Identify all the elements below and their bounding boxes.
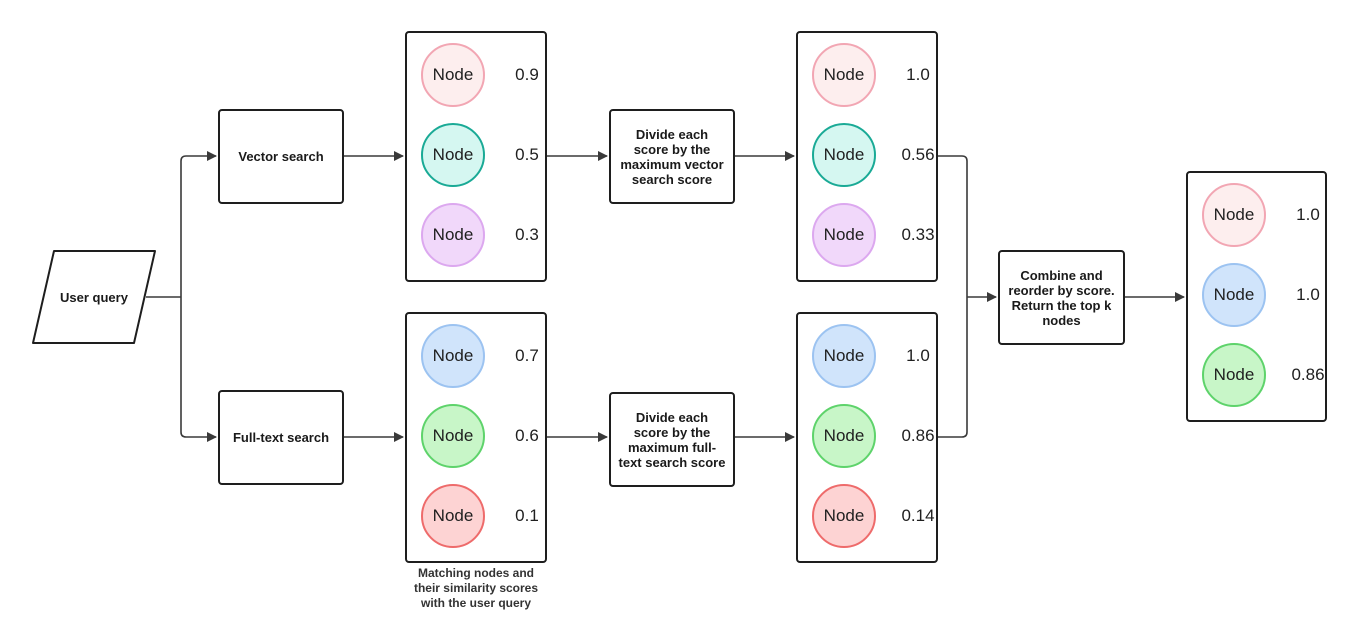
node-circle[interactable]: Node — [1202, 343, 1266, 407]
node-circle[interactable]: Node — [812, 123, 876, 187]
node-circle[interactable]: Node — [1202, 183, 1266, 247]
node-score: 1.0 — [906, 346, 930, 365]
node-score: 0.56 — [901, 145, 935, 164]
node-score: 0.5 — [515, 145, 539, 164]
connector-query-to-vector — [180, 151, 217, 297]
node-circle[interactable]: Node — [421, 404, 485, 468]
node-score: 0.7 — [515, 346, 539, 365]
node-row: Node 0.3 — [421, 203, 541, 267]
node-score: 0.6 — [515, 426, 539, 445]
node-score: 1.0 — [1296, 205, 1320, 224]
raw-scores-caption: Matching nodes and their similarity scor… — [413, 566, 539, 610]
vector-search-box[interactable]: Vector search — [218, 109, 344, 204]
node-score: 0.3 — [515, 225, 539, 244]
node-circle[interactable]: Node — [812, 484, 876, 548]
vector-search-label: Vector search — [238, 149, 324, 164]
fulltext-normalize-label: Divide each score by the maximum full-te… — [618, 409, 726, 470]
node-circle[interactable]: Node — [812, 324, 876, 388]
node-circle[interactable]: Node — [812, 203, 876, 267]
connector-fulltext-normalized-to-combine — [938, 297, 968, 438]
node-score: 1.0 — [1296, 285, 1320, 304]
parallelogram-outline — [32, 250, 156, 344]
node-row: Node 1.0 — [812, 43, 932, 107]
node-score: 0.86 — [1291, 365, 1325, 384]
node-score: 0.86 — [901, 426, 935, 445]
node-row: Node 0.6 — [421, 404, 541, 468]
node-row: Node 0.5 — [421, 123, 541, 187]
node-circle[interactable]: Node — [812, 43, 876, 107]
node-row: Node 0.14 — [812, 484, 935, 548]
node-row: Node 0.9 — [421, 43, 541, 107]
node-row: Node 0.7 — [421, 324, 541, 388]
vector-normalize-label: Divide each score by the maximum vector … — [620, 126, 724, 187]
node-circle[interactable]: Node — [421, 203, 485, 267]
node-row: Node 1.0 — [1202, 263, 1322, 327]
user-query-shape[interactable]: User query — [30, 249, 158, 345]
node-row: Node 0.86 — [1202, 343, 1325, 407]
node-row: Node 0.56 — [812, 123, 935, 187]
vector-normalize-box[interactable]: Divide each score by the maximum vector … — [609, 109, 735, 204]
node-row: Node 0.86 — [812, 404, 935, 468]
combine-label: Combine and reorder by score. Return the… — [1008, 267, 1115, 328]
node-circle[interactable]: Node — [421, 123, 485, 187]
node-circle[interactable]: Node — [1202, 263, 1266, 327]
node-circle[interactable]: Node — [421, 324, 485, 388]
node-row: Node 1.0 — [1202, 183, 1322, 247]
connector-query-to-fulltext — [180, 297, 217, 442]
node-circle[interactable]: Node — [421, 43, 485, 107]
node-score: 1.0 — [906, 65, 930, 84]
node-row: Node 1.0 — [812, 324, 932, 388]
node-score: 0.1 — [515, 506, 539, 525]
fulltext-search-box[interactable]: Full-text search — [218, 390, 344, 485]
node-circle[interactable]: Node — [421, 484, 485, 548]
node-score: 0.14 — [901, 506, 935, 525]
combine-box[interactable]: Combine and reorder by score. Return the… — [998, 250, 1125, 345]
fulltext-normalize-box[interactable]: Divide each score by the maximum full-te… — [609, 392, 735, 487]
fulltext-search-label: Full-text search — [232, 430, 330, 445]
node-circle[interactable]: Node — [812, 404, 876, 468]
node-row: Node 0.33 — [812, 203, 935, 267]
node-score: 0.33 — [901, 225, 935, 244]
connector-vector-normalized-to-combine — [938, 155, 968, 297]
node-score: 0.9 — [515, 65, 539, 84]
user-query-label: User query — [60, 289, 128, 305]
node-row: Node 0.1 — [421, 484, 541, 548]
